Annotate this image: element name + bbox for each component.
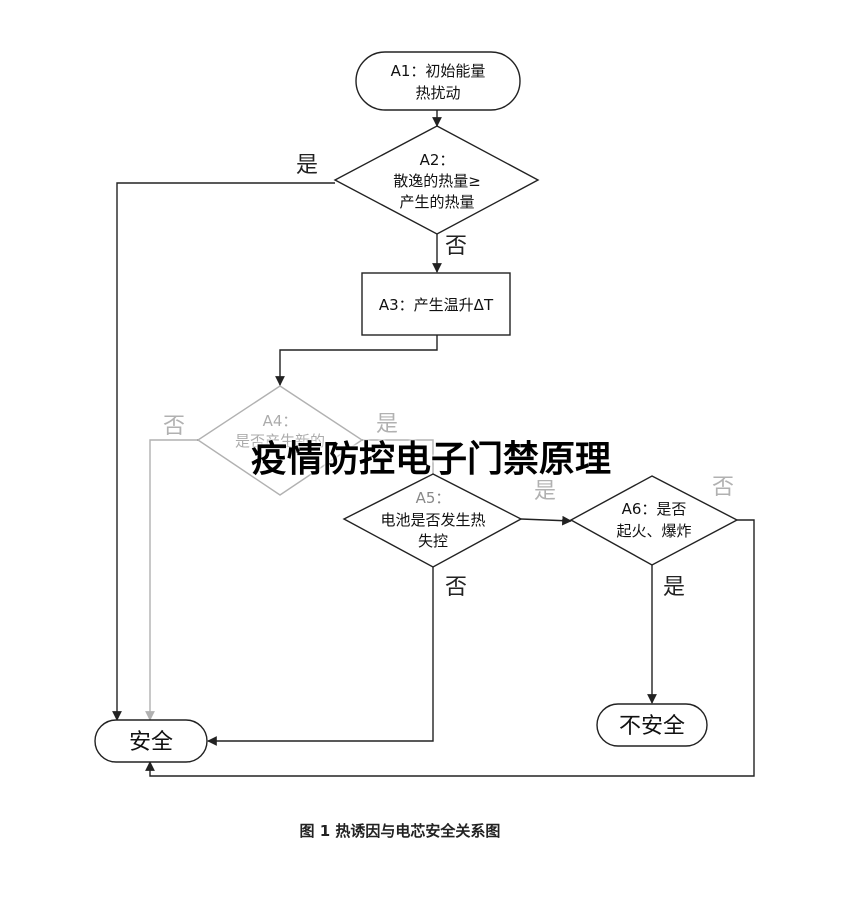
node-a5-line2: 电池是否发生热	[380, 511, 485, 529]
node-a6-line2: 起火、爆炸	[616, 522, 691, 540]
node-a3-line1: A3：产生温升ΔT	[379, 296, 494, 314]
edge-label-a4-yes: 是	[376, 412, 398, 437]
node-unsafe-label: 不安全	[619, 714, 685, 739]
node-a1-line1: A1：初始能量	[391, 62, 486, 80]
node-a4-line2: 是否产生新的	[235, 432, 325, 450]
node-a4: A4： 是否产生新的	[196, 385, 364, 496]
node-a5-line3: 失控	[418, 532, 448, 550]
node-unsafe: 不安全	[596, 703, 708, 747]
edge-label-a6-yes: 是	[663, 575, 685, 600]
node-a6-line1: A6：是否	[622, 500, 687, 518]
node-a4-line1: A4：	[263, 412, 298, 430]
edge-a4-yes-a5	[362, 439, 434, 480]
node-a5: A5： 电池是否发生热 失控	[342, 473, 523, 568]
edge-label-a6-no: 否	[712, 475, 734, 500]
node-a1-line2: 热扰动	[415, 84, 460, 102]
edge-label-a2-no: 否	[445, 234, 467, 259]
edge-a4-no-safe	[145, 439, 198, 721]
node-a2-line2: 散逸的热量≥	[393, 172, 481, 190]
edge-a6-no-safe	[145, 519, 755, 777]
edge-label-a5-no: 否	[445, 575, 467, 600]
edge-label-a5-yes: 是	[534, 479, 556, 504]
figure-caption: 图 1 热诱因与电芯安全关系图	[299, 822, 501, 840]
edge-label-a2-yes: 是	[296, 153, 318, 178]
edge-label-a4-no: 否	[163, 414, 185, 439]
edge-a5-no-safe	[207, 567, 434, 746]
edge-a3-a4	[275, 335, 438, 386]
overlay-title: 疫情防控电子门禁原理	[250, 439, 611, 480]
node-a3: A3：产生温升ΔT	[361, 272, 511, 336]
node-a6: A6：是否 起火、爆炸	[569, 475, 739, 566]
node-a2-line1: A2：	[420, 151, 455, 169]
node-a2: A2： 散逸的热量≥ 产生的热量	[333, 125, 540, 235]
node-safe-label: 安全	[129, 730, 173, 755]
node-a2-line3: 产生的热量	[399, 193, 474, 211]
node-a5-line1: A5：	[416, 489, 451, 507]
edge-a2-yes-safe	[112, 182, 335, 721]
edge-a5-yes-a6	[520, 515, 572, 526]
node-a1: A1：初始能量 热扰动	[355, 51, 521, 111]
node-safe: 安全	[94, 719, 208, 763]
